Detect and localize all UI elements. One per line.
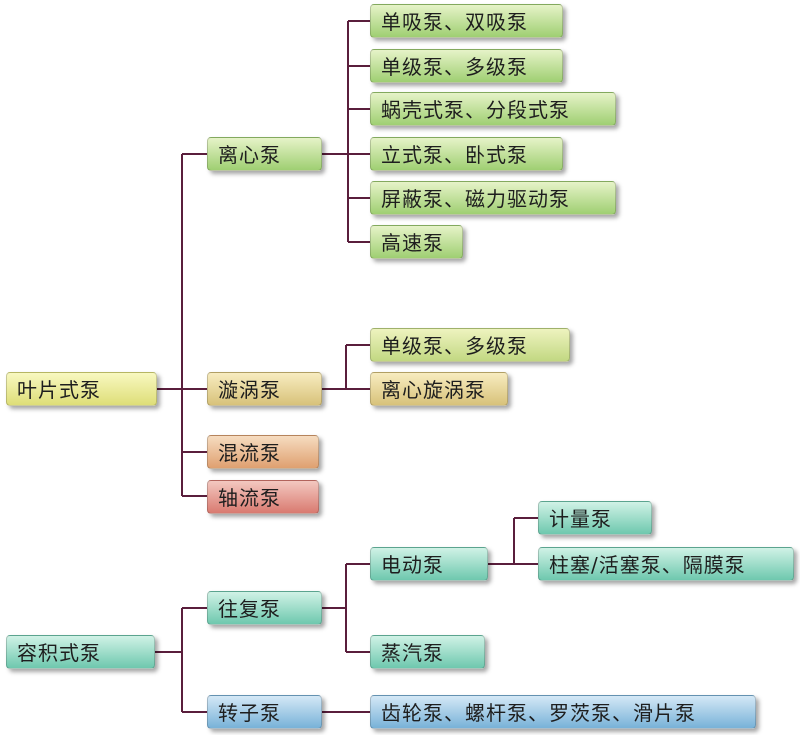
- node-centrifugal-pump: 离心泵: [207, 137, 322, 171]
- leaf-centrifugal-6: 高速泵: [370, 225, 463, 259]
- node-reciprocating-pump: 往复泵: [207, 591, 322, 625]
- node-rotor-pump: 转子泵: [207, 695, 322, 729]
- leaf-centrifugal-3: 蜗壳式泵、分段式泵: [370, 92, 616, 126]
- node-axial-flow-pump: 轴流泵: [207, 480, 319, 514]
- leaf-vortex-2: 离心旋涡泵: [370, 372, 508, 406]
- node-steam-pump: 蒸汽泵: [370, 635, 485, 669]
- leaf-centrifugal-4: 立式泵、卧式泵: [370, 137, 563, 171]
- leaf-centrifugal-1: 单吸泵、双吸泵: [370, 4, 563, 38]
- leaf-electric-2: 柱塞/活塞泵、隔膜泵: [538, 547, 794, 581]
- root-positive-displacement-pump: 容积式泵: [6, 635, 155, 669]
- node-vortex-pump: 漩涡泵: [207, 372, 322, 406]
- leaf-electric-1: 计量泵: [538, 501, 652, 535]
- leaf-centrifugal-5: 屏蔽泵、磁力驱动泵: [370, 181, 616, 215]
- root-vane-pump: 叶片式泵: [6, 372, 157, 406]
- leaf-vortex-1: 单级泵、多级泵: [370, 328, 570, 362]
- node-electric-pump: 电动泵: [370, 547, 488, 581]
- node-mixed-flow-pump: 混流泵: [207, 435, 319, 469]
- leaf-rotor-1: 齿轮泵、螺杆泵、罗茨泵、滑片泵: [370, 695, 756, 729]
- leaf-centrifugal-2: 单级泵、多级泵: [370, 49, 563, 83]
